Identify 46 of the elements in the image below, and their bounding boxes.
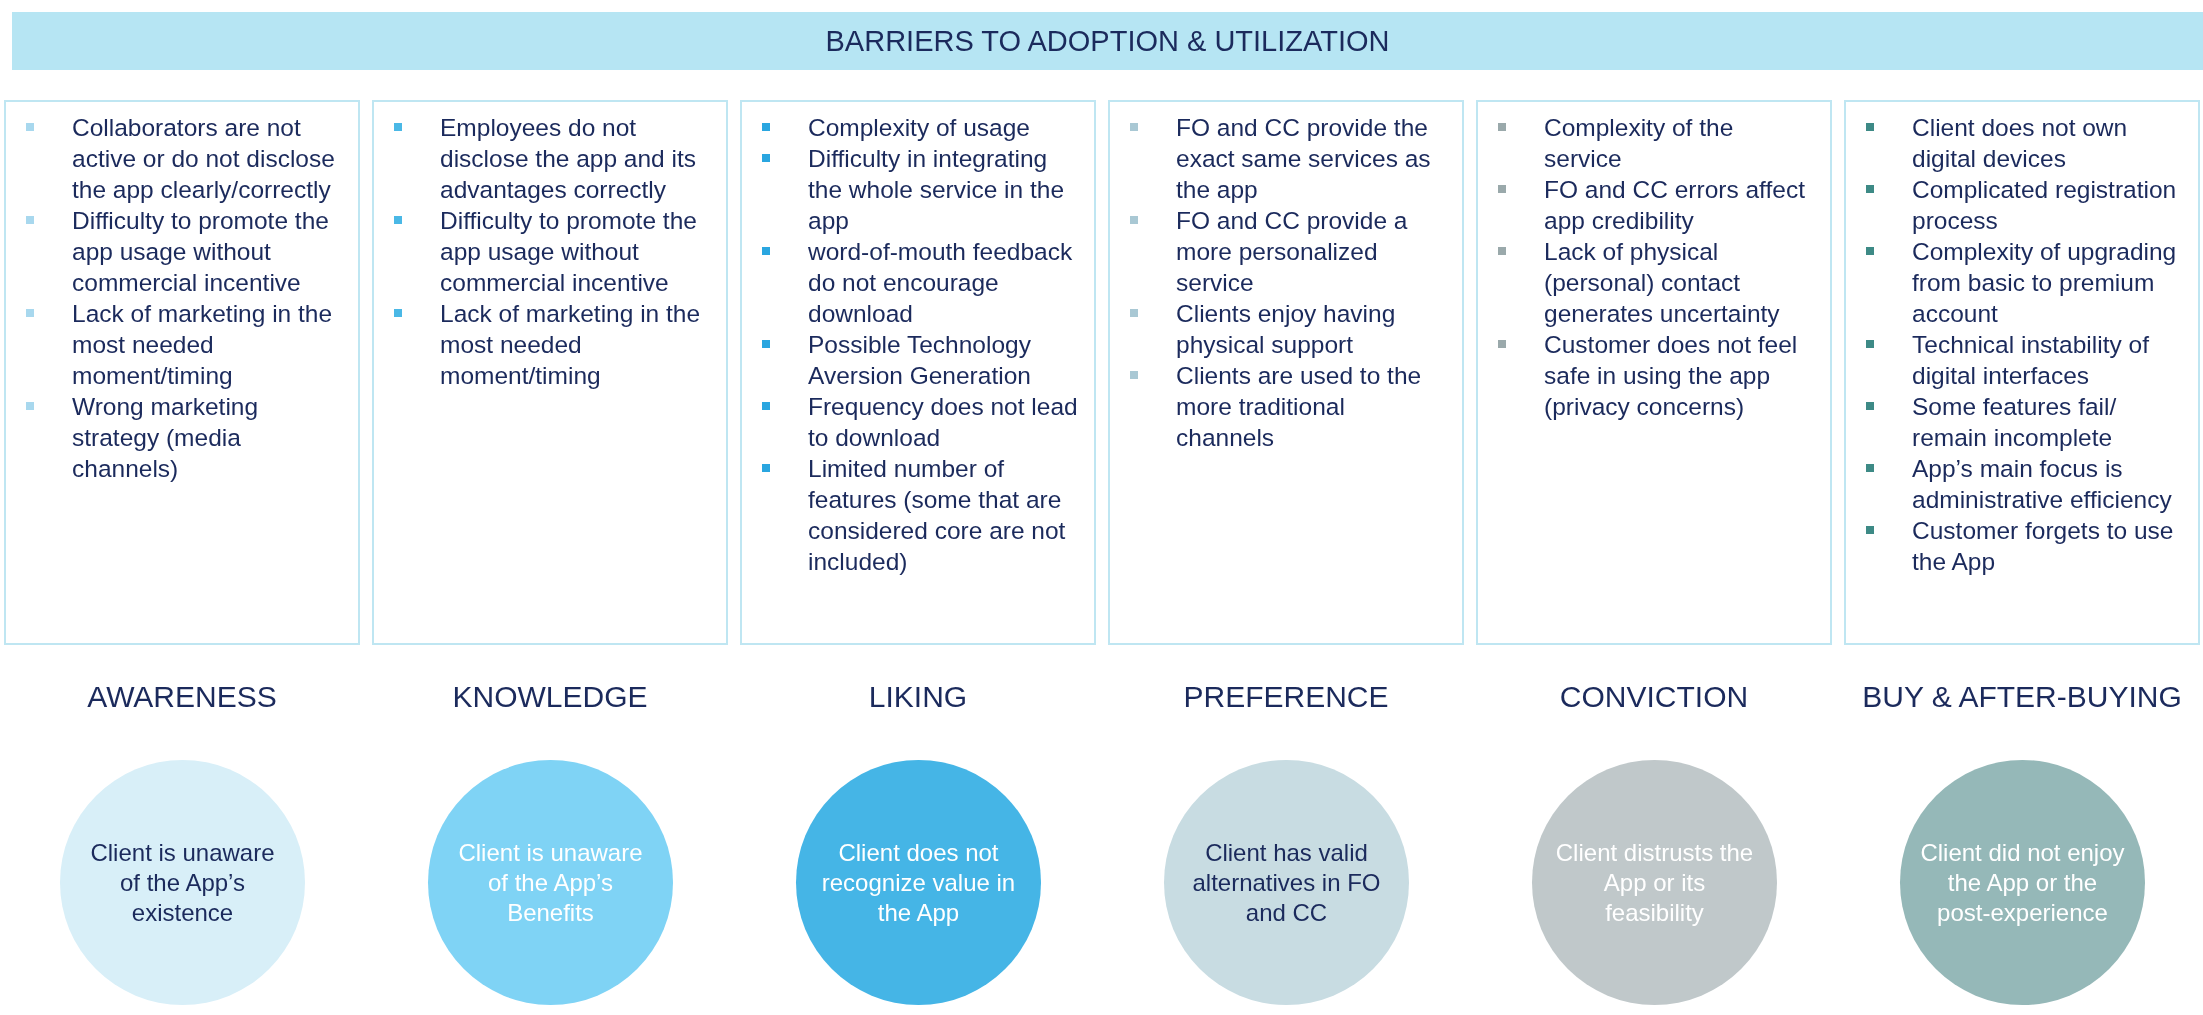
stage-heading: LIKING — [867, 680, 969, 714]
barrier-text: Wrong marketing strategy (media channels) — [72, 393, 259, 482]
barrier-text: Difficulty to promote the app usage without commercial incentive — [440, 207, 697, 296]
circle-text: Client does not recognize value in the App — [820, 837, 1017, 928]
stage-heading: KNOWLEDGE — [451, 680, 649, 714]
barrier-text: Client does not own digital devices — [1912, 114, 2128, 172]
barrier-box — [740, 100, 1096, 645]
barrier-box — [4, 100, 360, 645]
barrier-text: Complicated registration process — [1912, 176, 2177, 234]
barrier-text: Customer does not feel safe in using the app (privacy concerns) — [1544, 331, 1798, 420]
stage-heading: PREFERENCE — [1182, 680, 1390, 714]
barrier-text: Collaborators are not active or do not disclose the app clearly/correctly — [72, 114, 335, 203]
barrier-box — [1108, 100, 1464, 645]
stage-heading: BUY & AFTER-BUYING — [1861, 680, 2183, 714]
barrier-text: Technical instability of digital interfaces — [1912, 331, 2149, 389]
barrier-box — [372, 100, 728, 645]
barrier-text: Clients enjoy having physical support — [1176, 300, 1396, 358]
barrier-text: Complexity of usage — [808, 114, 1030, 141]
circle-text: Client distrusts the App or its feasibility — [1554, 837, 1755, 928]
barrier-text: FO and CC errors affect app credibility — [1544, 176, 1805, 234]
barrier-box — [1476, 100, 1832, 645]
barrier-text: FO and CC provide a more personalized service — [1176, 207, 1408, 296]
stage-heading: AWARENESS — [86, 680, 278, 714]
barrier-text: Frequency does not lead to download — [808, 393, 1078, 451]
barrier-text: Some features fail/ remain incomplete — [1912, 393, 2117, 451]
barrier-box — [1844, 100, 2200, 645]
barrier-text: Possible Technology Aversion Generation — [808, 331, 1031, 389]
stage-heading: CONVICTION — [1558, 680, 1750, 714]
barrier-text: Lack of marketing in the most needed moment/timing — [440, 300, 701, 389]
circle-text: Client is unaware of the App’s existence — [89, 837, 276, 928]
barrier-text: Customer forgets to use the App — [1912, 517, 2174, 575]
title: BARRIERS TO ADOPTION & UTILIZATION — [825, 24, 1390, 58]
circle-text: Client has valid alternatives in FO and CC — [1191, 837, 1382, 928]
barrier-text: Limited number of features (some that are considered core are not included) — [808, 455, 1066, 575]
barrier-text: FO and CC provide the exact same services as the app — [1176, 114, 1431, 203]
barrier-text: Employees do not disclose the app and its advantages correctly — [440, 114, 697, 203]
circle-text: Client is unaware of the App’s Benefits — [457, 837, 644, 928]
barrier-text: Clients are used to the more traditional channels — [1176, 362, 1422, 451]
barrier-text: Difficulty to promote the app usage without commercial incentive — [72, 207, 329, 296]
barrier-text: Complexity of upgrading from basic to premium account — [1912, 238, 2177, 327]
barrier-text: Lack of marketing in the most needed moment/timing — [72, 300, 333, 389]
barrier-text: App’s main focus is administrative efficiency — [1912, 455, 2172, 513]
barrier-text: word-of-mouth feedback do not encourage download — [808, 238, 1073, 327]
barrier-text: Lack of physical (personal) contact generates uncertainty — [1544, 238, 1780, 327]
barrier-text: Complexity of the service — [1544, 114, 1734, 172]
circle-text: Client did not enjoy the App or the post-experience — [1920, 837, 2125, 928]
